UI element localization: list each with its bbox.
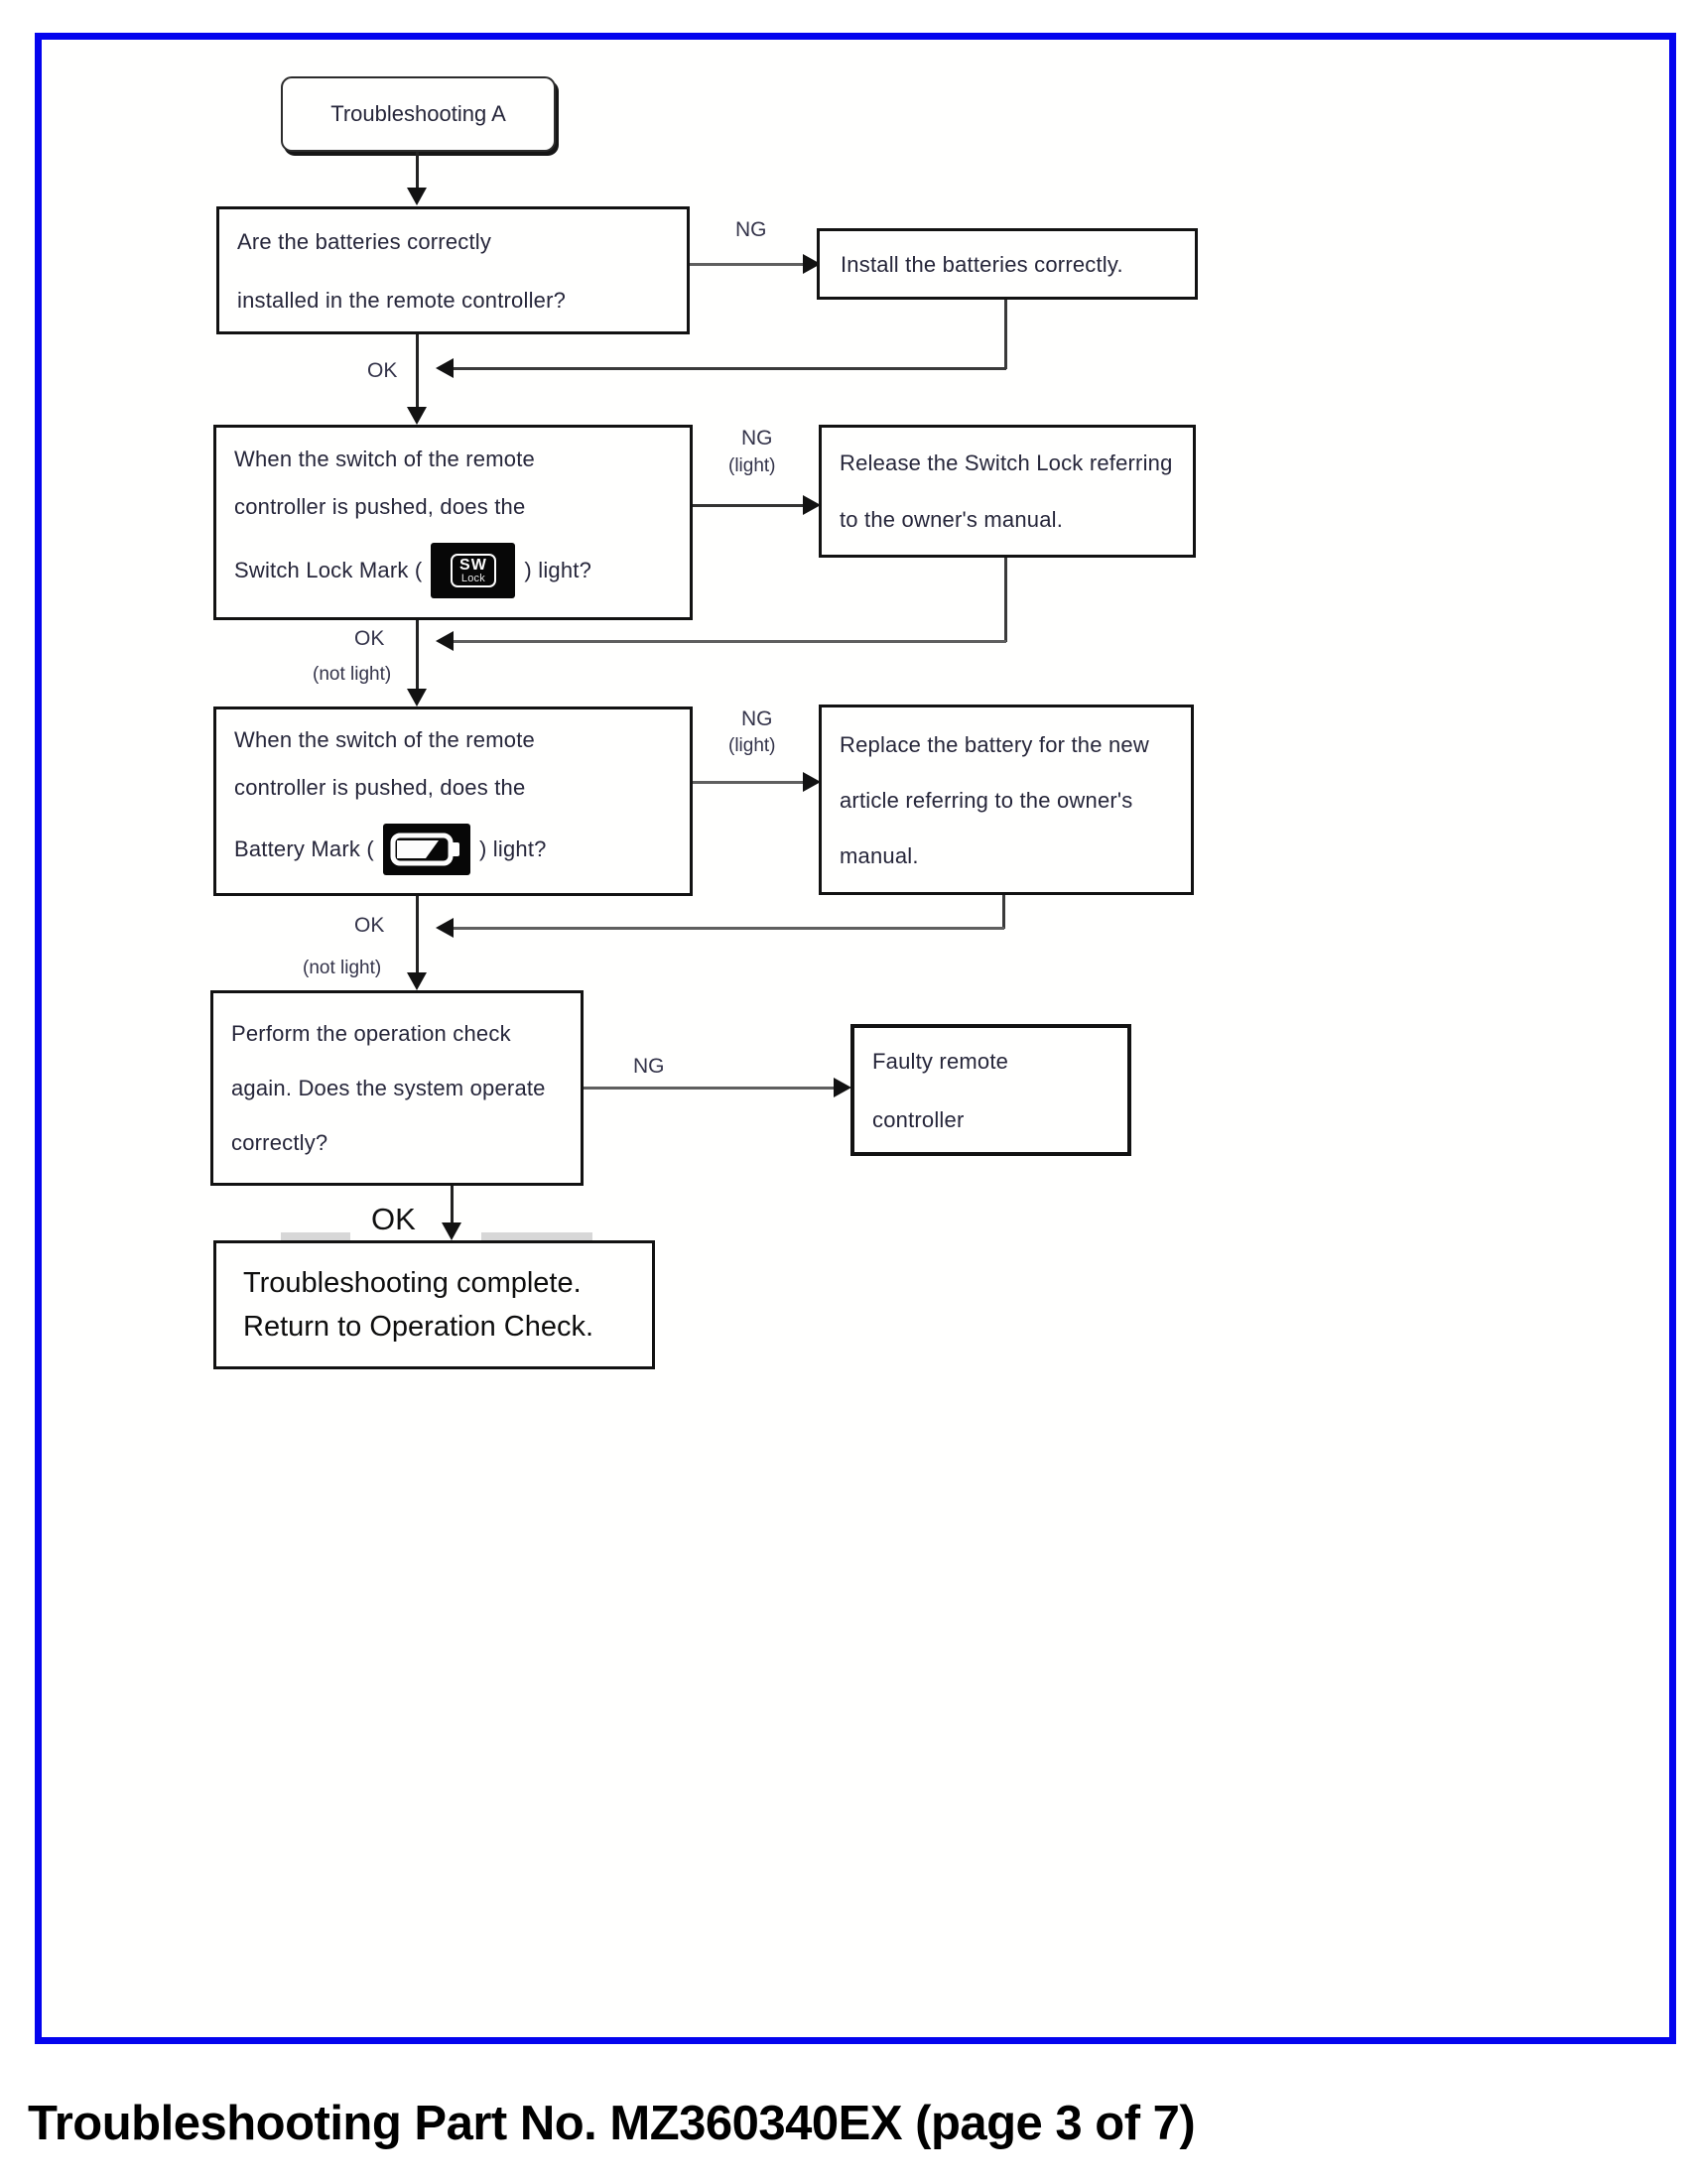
connector-q1-q2 [416, 334, 419, 409]
flowchart-start-node: Troubleshooting A [281, 76, 556, 152]
q1-line2: installed in the remote controller? [237, 287, 567, 313]
page-caption: Troubleshooting Part No. MZ360340EX (pag… [28, 2097, 1196, 2150]
connector-q3-q4 [416, 896, 419, 973]
q4-line2: again. Does the system operate [231, 1076, 546, 1100]
a2-line1: Release the Switch Lock referring [840, 450, 1173, 475]
start-node-label: Troubleshooting A [330, 101, 506, 126]
arrow-down-icon [442, 1222, 461, 1240]
arrow-down-icon [407, 972, 427, 990]
q1-ng-label: NG [735, 218, 767, 241]
connector-q4-done [451, 1186, 454, 1223]
arrow-down-icon [407, 188, 427, 205]
a2-release-switch-lock-box: Release the Switch Lock referring to the… [819, 425, 1196, 558]
switch-lock-mark-icon: SW Lock [431, 542, 516, 598]
connector-start-q1 [416, 152, 419, 191]
arrow-right-icon [803, 495, 821, 515]
q4-line3: correctly? [231, 1130, 328, 1155]
q2-ng-label: NG [741, 427, 773, 450]
a3-return-vline [1002, 895, 1005, 929]
q3-line3: Battery Mark ( ) light? [234, 823, 682, 875]
a1-return-hline [454, 367, 1006, 370]
switch-lock-icon-text-bottom: Lock [460, 572, 485, 584]
q2-ok-label: OK [354, 627, 385, 650]
scan-smudge [481, 1232, 592, 1240]
q3-ng-label: NG [741, 707, 773, 730]
a3-return-hline [454, 927, 1004, 930]
arrow-right-icon [834, 1078, 851, 1097]
q2-switch-lock-mark-box: When the switch of the remote controller… [213, 425, 693, 620]
arrow-down-icon [407, 689, 427, 707]
q3-line2: controller is pushed, does the [234, 774, 526, 800]
a3-replace-battery-box: Replace the battery for the new article … [819, 705, 1194, 895]
q3-line3-post: ) light? [478, 835, 547, 861]
q1-batteries-installed-box: Are the batteries correctly installed in… [216, 206, 690, 334]
connector-q3-a3 [693, 781, 803, 784]
a1-line1: Install the batteries correctly. [841, 251, 1123, 277]
a2-return-vline [1004, 558, 1007, 642]
q2-line3-pre: Switch Lock Mark ( [234, 557, 423, 582]
q4-operation-check-box: Perform the operation check again. Does … [210, 990, 584, 1186]
connector-q4-a4 [584, 1087, 834, 1090]
q1-line1: Are the batteries correctly [237, 228, 492, 254]
done-line1: Troubleshooting complete. [243, 1267, 582, 1299]
q4-ng-label: NG [633, 1055, 665, 1078]
arrow-left-icon [436, 918, 454, 938]
q4-ok-label: OK [371, 1202, 416, 1236]
a1-install-batteries-box: Install the batteries correctly. [817, 228, 1198, 300]
connector-q2-q3 [416, 620, 419, 689]
q3-line1: When the switch of the remote [234, 726, 535, 752]
q4-line1: Perform the operation check [231, 1021, 511, 1046]
q3-not-light-label: (not light) [303, 958, 382, 978]
a4-line2: controller [872, 1106, 965, 1132]
arrow-left-icon [436, 358, 454, 378]
connector-q1-a1 [690, 263, 803, 266]
q2-line3: Switch Lock Mark ( SW Lock ) light? [234, 542, 682, 598]
scan-smudge [281, 1232, 350, 1240]
q2-not-light-label: (not light) [313, 664, 392, 685]
a3-line2: article referring to the owner's [840, 787, 1133, 813]
a4-line1: Faulty remote [872, 1048, 1009, 1074]
q2-line3-post: ) light? [524, 557, 592, 582]
connector-q2-a2 [693, 504, 803, 507]
a1-return-vline [1004, 300, 1007, 369]
a2-return-hline [454, 640, 1006, 643]
a2-line2: to the owner's manual. [840, 507, 1064, 532]
a4-faulty-remote-controller-box: Faulty remote controller [850, 1024, 1131, 1156]
q3-battery-mark-box: When the switch of the remote controller… [213, 707, 693, 896]
arrow-left-icon [436, 631, 454, 651]
switch-lock-icon-text-top: SW [459, 556, 487, 574]
q1-ok-label: OK [367, 359, 398, 382]
battery-mark-icon [382, 823, 470, 875]
done-line2: Return to Operation Check. [243, 1311, 594, 1343]
arrow-right-icon [803, 254, 821, 274]
q3-ok-label: OK [354, 914, 385, 937]
arrow-right-icon [803, 772, 821, 792]
q2-light-label: (light) [728, 455, 776, 476]
a3-line3: manual. [840, 842, 919, 868]
q3-line3-pre: Battery Mark ( [234, 835, 374, 861]
a3-line1: Replace the battery for the new [840, 731, 1149, 757]
q2-line2: controller is pushed, does the [234, 493, 526, 519]
troubleshooting-complete-box: Troubleshooting complete. Return to Oper… [213, 1240, 655, 1369]
arrow-down-icon [407, 407, 427, 425]
q3-light-label: (light) [728, 735, 776, 756]
q2-line1: When the switch of the remote [234, 446, 535, 471]
